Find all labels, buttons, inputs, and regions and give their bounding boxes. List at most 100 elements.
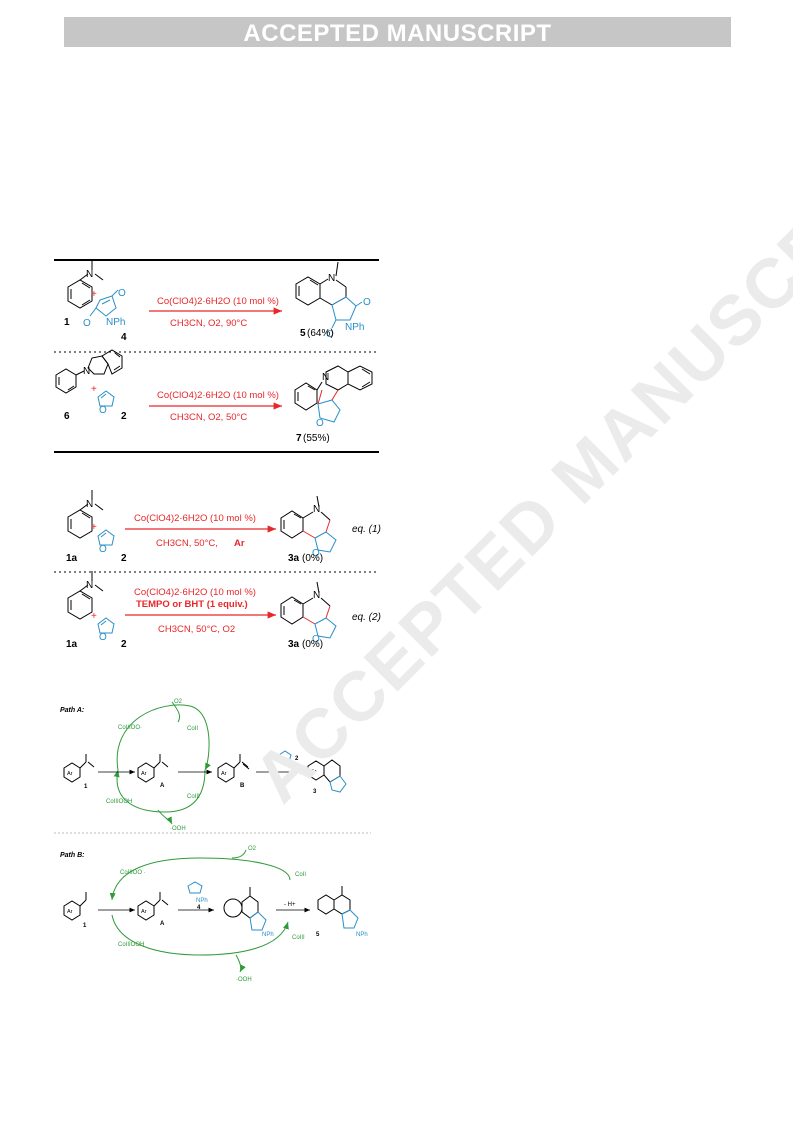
path-b-co-ii: CoII bbox=[295, 872, 306, 878]
path-b-co-iii: CoIII bbox=[292, 935, 305, 941]
eq1-product-structure bbox=[280, 495, 331, 539]
path-b-co-oo: CoIIIOO · bbox=[120, 870, 146, 876]
reactant-6-n: N bbox=[83, 366, 90, 377]
eq2-additive: TEMPO or BHT (1 equiv.) bbox=[136, 599, 248, 610]
path-b-label-5: 5 bbox=[316, 932, 320, 938]
compound-5-label: 5 bbox=[300, 328, 306, 339]
eq2-product-blue-ring bbox=[314, 617, 337, 639]
path-a-species-1-ring bbox=[63, 762, 81, 783]
eq2-reactant-label: 1a bbox=[66, 639, 78, 650]
path-a-h-loss: - H+ bbox=[274, 779, 286, 785]
path-b-product-blue-ring bbox=[341, 909, 359, 929]
n-atom: N bbox=[86, 269, 93, 280]
maleimide-nph: NPh bbox=[106, 317, 125, 328]
compound-7-label: 7 bbox=[296, 433, 302, 444]
banner-text: ACCEPTED MANUSCRIPT bbox=[243, 20, 552, 47]
product-5-structure bbox=[295, 261, 347, 306]
path-a-cycle-top-left bbox=[116, 704, 191, 771]
path-a: Path A: O2 CoIIIOO· CoII CoIII CoIIIOOH … bbox=[60, 699, 347, 832]
path-b-reagent-4: 4 bbox=[197, 905, 201, 911]
path-a-label-a: A bbox=[160, 783, 165, 789]
eq1-product-n: N bbox=[313, 504, 320, 515]
path-b-o2: O2 bbox=[248, 846, 257, 852]
eq2-label: eq. (2) bbox=[352, 612, 381, 623]
path-b-ar-a: Ar bbox=[141, 909, 147, 915]
eq1-yield: (0%) bbox=[302, 553, 323, 564]
path-b-species-1-ring bbox=[63, 900, 81, 921]
path-b-intermediate-radical-ring bbox=[223, 898, 243, 918]
product-7-oxygen: O bbox=[316, 418, 324, 429]
compound-5-yield: (64%) bbox=[307, 328, 334, 339]
compound-6-label: 6 bbox=[64, 411, 70, 422]
plus-sign: + bbox=[91, 289, 97, 300]
path-b-ooh: ·OOH bbox=[236, 977, 252, 983]
path-b-o2-curve bbox=[231, 849, 247, 859]
path-b-label-a: A bbox=[160, 921, 165, 927]
path-a-o2: O2 bbox=[174, 699, 183, 705]
path-b: Path B: O2 CoIIIOO · CoII CoIII CoIIIOOH… bbox=[60, 846, 368, 983]
path-a-ar-1: Ar bbox=[67, 771, 73, 777]
scheme-1: N + 1 O O NPh 4 Co(ClO4)2·6H2O (10 mol %… bbox=[54, 259, 379, 453]
product-5-oxygen-2: O bbox=[326, 329, 334, 340]
path-a-reagent-2: 2 bbox=[295, 756, 299, 762]
eq1-label: eq. (1) bbox=[352, 524, 381, 535]
product-7-structure bbox=[294, 365, 373, 411]
eq2-reactant-structure bbox=[67, 571, 104, 620]
eq1-dihydrofuran bbox=[97, 529, 115, 546]
path-b-product-ring bbox=[317, 894, 335, 915]
path-b-reagent-4-nph: NPh bbox=[196, 898, 208, 904]
path-a-ooh-curve bbox=[157, 809, 173, 825]
path-a-co-iii: CoIII bbox=[187, 794, 200, 800]
row2-conditions: CH3CN, O2, 50°C bbox=[170, 412, 247, 423]
path-a-o2-curve bbox=[171, 701, 181, 723]
path-b-species-a-ring bbox=[137, 900, 155, 921]
path-a-cycle-bottom-right bbox=[164, 769, 206, 813]
dihydrofuran-oxygen: O bbox=[99, 405, 107, 416]
path-b-intermediate-nph: NPh bbox=[262, 932, 274, 938]
path-a-title: Path A: bbox=[60, 707, 84, 714]
path-a-species-b-ring bbox=[217, 762, 235, 783]
product-5-blue-ring bbox=[331, 296, 363, 329]
reactant-6-structure bbox=[55, 349, 123, 394]
product-7-n: N bbox=[322, 372, 329, 383]
eq2-conditions: CH3CN, 50°C, O2 bbox=[158, 624, 235, 635]
compound-2-label: 2 bbox=[121, 411, 127, 422]
compound-1-label: 1 bbox=[64, 317, 70, 328]
eq1-conditions-bold: Ar bbox=[234, 538, 245, 549]
maleimide-oxygen: O bbox=[118, 288, 126, 299]
eq2-product-label: 3a bbox=[288, 639, 300, 650]
path-a-label-3: 3 bbox=[313, 789, 317, 795]
eq1-reactant-structure bbox=[67, 490, 104, 539]
eq2-oxygen: O bbox=[99, 632, 107, 643]
compound-4-label: 4 bbox=[121, 332, 127, 343]
path-b-ar-1: Ar bbox=[67, 909, 73, 915]
path-b-cycle-top bbox=[109, 857, 291, 901]
product-5-n: N bbox=[328, 273, 335, 284]
product-7-blue-ring bbox=[317, 399, 341, 423]
product-5-oxygen: O bbox=[363, 297, 371, 308]
row2-reagent: Co(ClO4)2·6H2O (10 mol %) bbox=[157, 390, 279, 401]
eq1-oxygen: O bbox=[99, 544, 107, 555]
scheme-2: N + O 1a 2 Co(ClO4)2·6H2O (10 mol %) CH3… bbox=[54, 490, 381, 650]
eq2-product-n: N bbox=[313, 590, 320, 601]
path-b-cycle-bottom bbox=[111, 914, 289, 956]
compound-7-yield: (55%) bbox=[303, 433, 330, 444]
product-5-nph: NPh bbox=[345, 322, 364, 333]
eq1-plus: + bbox=[91, 522, 97, 533]
path-b-h-loss: - H+ bbox=[284, 902, 296, 908]
row1-conditions: CH3CN, O2, 90°C bbox=[170, 318, 247, 329]
row1-reagent: Co(ClO4)2·6H2O (10 mol %) bbox=[157, 296, 279, 307]
path-b-product-nph: NPh bbox=[356, 932, 368, 938]
eq1-product-oxygen: O bbox=[312, 548, 320, 559]
path-b-intermediate-blue-ring bbox=[249, 911, 267, 931]
path-a-species-a-ring bbox=[137, 762, 155, 783]
plus-sign-2: + bbox=[91, 384, 97, 395]
eq2-plus: + bbox=[91, 611, 97, 622]
maleimide-oxygen-2: O bbox=[83, 318, 91, 329]
path-a-cycle-bottom-left bbox=[113, 769, 166, 813]
eq2-reagent: Co(ClO4)2·6H2O (10 mol %) bbox=[134, 587, 256, 598]
eq2-partner-label: 2 bbox=[121, 639, 127, 650]
path-b-title: Path B: bbox=[60, 852, 85, 859]
eq1-conditions: CH3CN, 50°C, bbox=[156, 538, 218, 549]
